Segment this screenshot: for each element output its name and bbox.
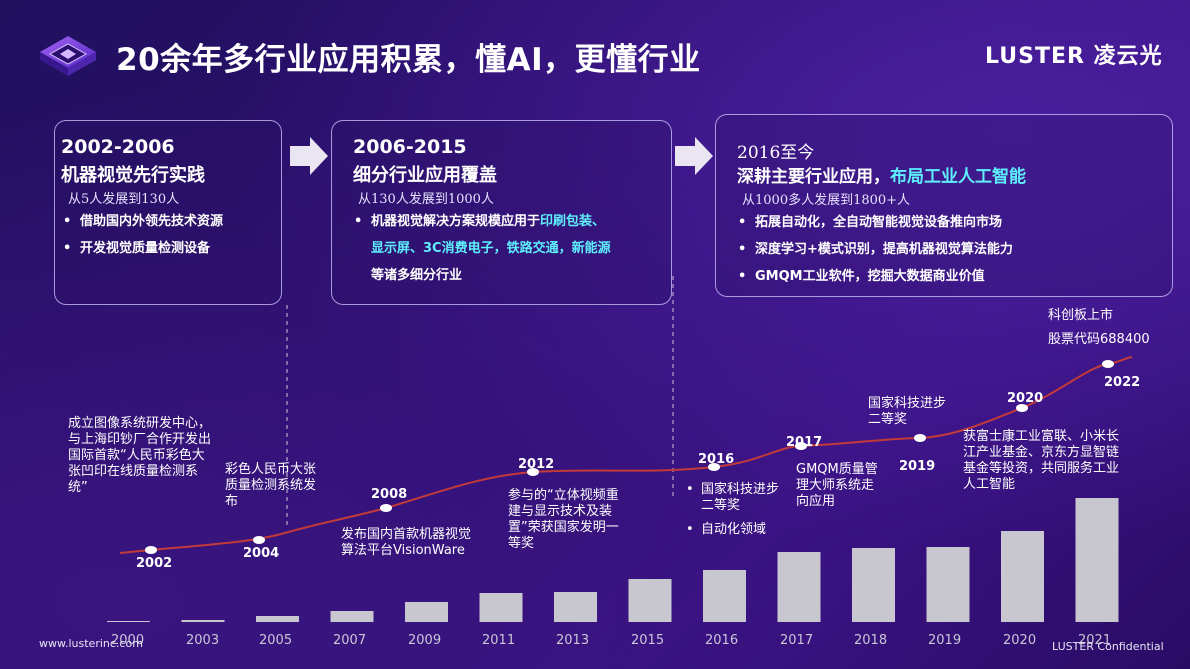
phase-1-years: 2002-2006 — [61, 136, 175, 158]
x-tick-label: 2018 — [854, 633, 888, 648]
x-tick-label: 2015 — [631, 633, 665, 648]
x-tick-label: 2007 — [333, 633, 367, 648]
phase-3-bullets: 拓展自动化，全自动智能视觉设备推向市场 深度学习+模式识别，提高机器视觉算法能力… — [738, 209, 1013, 290]
milestone-year: 2008 — [371, 487, 408, 502]
phase-1-heading: 机器视觉先行实践 — [61, 165, 205, 186]
milestone-year: 2022 — [1104, 375, 1141, 390]
milestone-dot — [527, 468, 539, 476]
footer-confidential: LUSTER Confidential — [1052, 640, 1164, 653]
growth-bar — [107, 621, 150, 622]
brand-logo: LUSTER 凌云光 — [985, 44, 1163, 69]
phase-2-growth: 从130人发展到1000人 — [358, 192, 494, 207]
phase-3-years: 2016至今 — [737, 143, 815, 163]
growth-bar — [405, 602, 448, 622]
milestone-2008-text: 发布国内首款机器视觉算法平台VisionWare — [341, 527, 472, 558]
x-tick-label: 2005 — [259, 633, 293, 648]
milestone-year: 2019 — [899, 459, 936, 474]
footer-website[interactable]: www.lusterinc.com — [39, 637, 143, 650]
growth-bar — [330, 611, 374, 622]
phase-1-bullet: 开发视觉质量检测设备 — [63, 235, 223, 262]
x-tick-label: 2000 — [111, 633, 145, 648]
milestone-dot — [145, 546, 157, 554]
growth-bar — [479, 593, 523, 622]
growth-bar — [777, 552, 821, 622]
milestone-dot — [380, 504, 392, 512]
milestone-2017-text: GMQM质量管理大师系统走向应用 — [796, 462, 878, 509]
growth-bar — [1075, 498, 1119, 622]
growth-bar — [628, 579, 672, 622]
page-title: 20余年多行业应用积累，懂AI，更懂行业 — [116, 42, 701, 78]
phase-3-growth: 从1000多人发展到1800+人 — [742, 193, 911, 208]
phase-2-years: 2006-2015 — [353, 136, 467, 158]
growth-bar — [926, 547, 970, 622]
growth-bar — [256, 616, 299, 622]
phase-card-2 — [331, 120, 672, 305]
bar-series — [107, 498, 1119, 622]
milestone-2019-text: 国家科技进步二等奖 — [868, 396, 947, 427]
x-tick-label: 2020 — [1003, 633, 1037, 648]
milestone-dot — [795, 442, 807, 450]
milestone-2016-text: •国家科技进步二等奖 •自动化领域 — [686, 482, 780, 537]
milestone-year: 2012 — [518, 457, 555, 472]
growth-bar — [1001, 531, 1044, 622]
x-tick-label: 2003 — [186, 633, 220, 648]
milestone-year: 2017 — [786, 435, 823, 450]
x-tick-label: 2009 — [408, 633, 442, 648]
milestone-year: 2016 — [698, 452, 735, 467]
phase-2-bullet: • 机器视觉解决方案规模应用于印刷包装、 显示屏、3C消费电子，铁路交通，新能源… — [354, 214, 611, 283]
milestone-2002-text: 成立图像系统研发中心，与上海印钞厂合作开发出国际首款“人民币彩色大张凹印在线质量… — [68, 416, 212, 495]
milestone-dot — [914, 434, 926, 442]
growth-bar — [703, 570, 746, 622]
growth-bar — [181, 620, 225, 622]
x-tick-label: 2019 — [928, 633, 962, 648]
arrow-right-icon — [675, 137, 713, 175]
phase-2-heading: 细分行业应用覆盖 — [353, 165, 497, 186]
phase-1-bullets: 借助国内外领先技术资源 开发视觉质量检测设备 — [63, 208, 223, 262]
milestone-dot — [708, 463, 720, 471]
phase-1-bullet: 借助国内外领先技术资源 — [63, 208, 223, 235]
x-tick-label: 2021 — [1078, 633, 1112, 648]
milestone-year: 2004 — [243, 546, 280, 561]
milestone-year: 2002 — [136, 556, 173, 571]
phase-3-bullet: 拓展自动化，全自动智能视觉设备推向市场 — [738, 209, 1013, 236]
arrow-right-icon — [290, 137, 328, 175]
chip-icon — [40, 36, 96, 76]
milestone-2022-text: 科创板上市 股票代码688400 — [1048, 308, 1150, 347]
phase-3-bullet: GMQM工业软件，挖掘大数据商业价值 — [738, 263, 1013, 290]
milestone-2020-text: 获富士康工业富联、小米长江产业基金、京东方显智链基金等投资，共同服务工业人工智能 — [963, 429, 1120, 492]
phase-1-growth: 从5人发展到130人 — [68, 192, 180, 207]
x-tick-label: 2011 — [482, 633, 516, 648]
phase-3-heading: 深耕主要行业应用，布局工业人工智能 — [737, 167, 1026, 187]
milestone-2012-text: 参与的“立体视频重建与显示技术及装置”荣获国家发明一等奖 — [508, 488, 619, 551]
milestone-dot — [1102, 360, 1114, 368]
milestone-year: 2020 — [1007, 391, 1044, 406]
milestone-dot — [253, 536, 265, 544]
milestone-dot — [1016, 404, 1028, 412]
x-tick-label: 2013 — [556, 633, 590, 648]
x-tick-label: 2017 — [780, 633, 814, 648]
x-tick-label: 2016 — [705, 633, 739, 648]
milestone-2004-text: 彩色人民币大张质量检测系统发布 — [225, 462, 317, 509]
phase-3-bullet: 深度学习+模式识别，提高机器视觉算法能力 — [738, 236, 1013, 263]
growth-bar — [852, 548, 895, 622]
growth-bar — [554, 592, 597, 622]
